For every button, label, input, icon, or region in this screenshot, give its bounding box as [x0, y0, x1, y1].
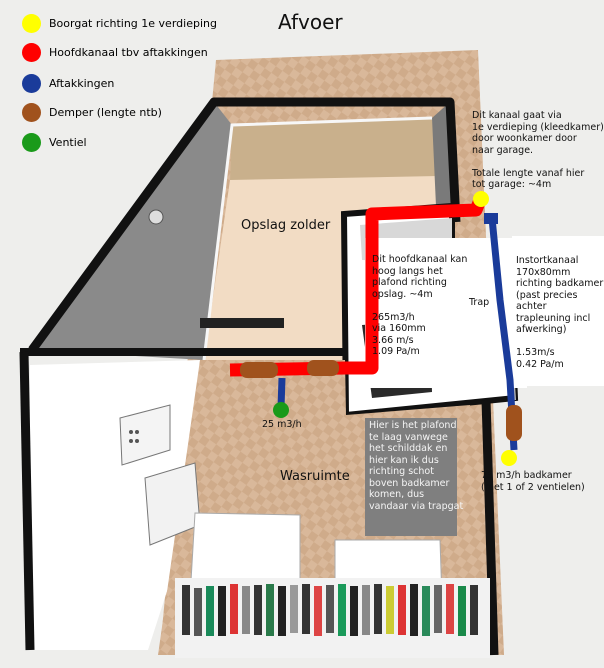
drill-hole-marker [501, 450, 517, 466]
cabinet-knob [135, 430, 139, 434]
clothes-rack [175, 578, 490, 658]
attic-floor-dark [230, 118, 436, 182]
note-valve-flow: 25 m3/h [262, 419, 302, 430]
legend-item-damper: Demper (lengte ntb) [22, 103, 162, 122]
legend-item-valve: Ventiel [22, 133, 87, 152]
damper-marker [240, 362, 278, 378]
wall-cabinet [119, 404, 171, 466]
legend-label: Aftakkingen [49, 77, 115, 90]
legend-label: Demper (lengte ntb) [49, 106, 162, 119]
legend-swatch-brown [22, 103, 41, 122]
room-label-attic: Opslag zolder [241, 218, 331, 233]
attic-wall-left [32, 102, 232, 360]
note-ceiling: Hier is het plafond te laag vanwege het … [369, 420, 464, 512]
cabinet-knob [129, 439, 133, 443]
cabinet-knob [129, 430, 133, 434]
valve-marker [273, 402, 289, 418]
legend-swatch-red [22, 43, 41, 62]
wall-lamp-icon [148, 209, 164, 225]
drill-hole-marker [473, 191, 489, 207]
laundry-wall-right-outline [481, 399, 499, 656]
note-instort-duct: Instortkanaal 170x80mm richting badkamer… [516, 255, 604, 370]
instort-note-box [512, 236, 604, 386]
legend-item-drill-hole: Boorgat richting 1e verdieping [22, 14, 217, 33]
legend-item-main-duct: Hoofdkanaal tbv aftakkingen [22, 43, 208, 62]
room-label-laundry: Wasruimte [280, 469, 350, 484]
damper-marker [506, 405, 522, 441]
legend-swatch-blue [22, 74, 41, 93]
room-label-stairs: Trap [469, 297, 490, 308]
legend-label: Hoofdkanaal tbv aftakkingen [49, 46, 208, 59]
legend-label: Ventiel [49, 136, 87, 149]
attic-wall-inner [202, 116, 433, 361]
legend-item-branches: Aftakkingen [22, 74, 114, 93]
legend-swatch-green [22, 133, 41, 152]
legend-swatch-yellow [22, 14, 41, 33]
laundry-wall-left-outline [19, 351, 35, 651]
page-title: Afvoer [278, 10, 343, 34]
note-main-duct: Dit hoofdkanaal kan hoog langs het plafo… [372, 254, 468, 357]
note-bathroom-flow: 75 m3/h badkamer (met 1 of 2 ventielen) [481, 470, 585, 493]
attic-wall-outline [28, 97, 461, 353]
cabinet-knob [135, 439, 139, 443]
ceiling-note-box [365, 418, 457, 536]
floor-hatch [200, 318, 284, 328]
duct-joint [484, 213, 498, 224]
legend-label: Boorgat richting 1e verdieping [49, 17, 217, 30]
damper-marker [307, 360, 339, 376]
note-top-right: Dit kanaal gaat via 1e verdieping (kleed… [472, 110, 604, 190]
